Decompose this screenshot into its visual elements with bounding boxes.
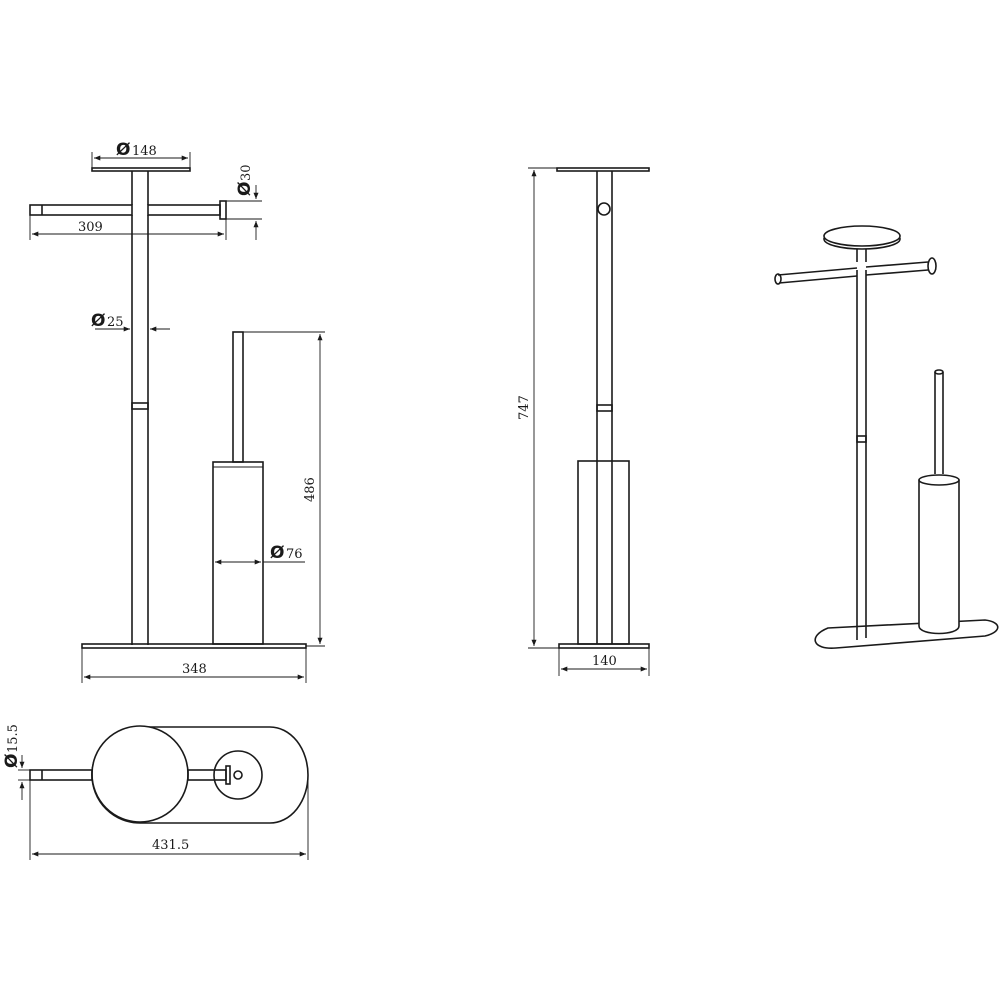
top-view-plate — [91, 725, 189, 823]
dim-top-view-length: 431.5 — [152, 838, 189, 853]
dim-base-width: 348 — [182, 662, 207, 677]
side-pole-joint — [596, 404, 613, 412]
left-arm — [29, 204, 133, 216]
plate-stem — [131, 171, 149, 205]
dim-base-depth: 140 — [592, 654, 617, 669]
dim-holder-diameter: 76 — [286, 547, 303, 562]
main-pole — [131, 215, 149, 645]
top-view-holder — [213, 750, 263, 800]
right-arm-cap — [219, 200, 227, 220]
dim-phi-symbol: Ø — [91, 311, 105, 331]
perspective-brush-handle — [934, 372, 944, 474]
side-arm-knob — [597, 202, 611, 216]
perspective-pole-joint — [856, 435, 867, 443]
dim-phi-symbol: Ø — [235, 182, 255, 196]
dim-total-height: 747 — [517, 395, 532, 420]
top-plate — [91, 167, 191, 172]
dim-top-plate-diameter: 148 — [132, 144, 157, 159]
brush-holder — [212, 461, 264, 645]
dim-pole-diameter: 25 — [107, 315, 124, 330]
dim-brush-height: 486 — [303, 477, 318, 502]
perspective-right-arm — [865, 261, 929, 276]
side-pole — [596, 171, 613, 644]
side-view: 747 140 — [517, 167, 650, 676]
brush-handle — [232, 331, 244, 463]
perspective-view — [774, 225, 999, 649]
dim-phi-symbol: Ø — [270, 543, 284, 563]
top-view: Ø 15.5 431.5 — [2, 724, 309, 860]
perspective-holder — [918, 480, 960, 635]
perspective-holder-top — [918, 474, 960, 486]
side-holder — [577, 460, 630, 645]
perspective-base — [814, 619, 999, 649]
perspective-arm-cap — [927, 257, 937, 275]
perspective-pole — [856, 270, 867, 640]
pole-joint — [131, 402, 149, 410]
perspective-left-arm — [777, 267, 858, 284]
dim-arm-span: 309 — [78, 220, 103, 235]
dim-end-cap-diameter: 30 — [239, 164, 254, 181]
top-view-arm — [29, 769, 93, 781]
front-base — [81, 643, 307, 649]
side-base — [558, 643, 650, 649]
dim-phi-symbol: Ø — [116, 140, 130, 160]
top-view-right-arm — [187, 769, 227, 781]
dim-arm-rod-diameter: 15.5 — [6, 724, 21, 753]
dim-phi-symbol: Ø — [2, 754, 22, 768]
right-arm — [147, 204, 221, 216]
perspective-top-plate — [823, 225, 901, 247]
front-view: Ø 148 Ø 30 309 Ø 25 486 Ø 76 — [29, 140, 325, 683]
top-view-handle — [233, 770, 243, 780]
side-top-plate — [556, 167, 650, 172]
